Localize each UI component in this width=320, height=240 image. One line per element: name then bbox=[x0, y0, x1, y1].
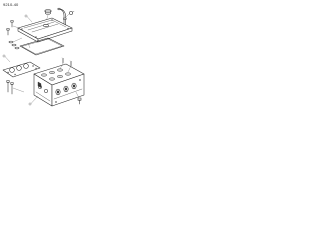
valve-cover-gasket bbox=[19, 37, 65, 56]
spark-plug-tube-seal bbox=[8, 37, 23, 50]
exploded-parts-diagram bbox=[2, 7, 85, 107]
hose-clamp bbox=[65, 11, 75, 18]
valve-spring bbox=[59, 57, 73, 73]
head-bolt bbox=[6, 80, 25, 95]
oil-filler-cap bbox=[44, 9, 52, 23]
cylinder-head-gasket bbox=[2, 61, 41, 78]
cylinder-head bbox=[33, 63, 85, 107]
page-code: 9210-40 bbox=[3, 2, 19, 7]
callout-markers bbox=[2, 14, 39, 106]
breather-tube bbox=[57, 7, 67, 27]
sensor-plug bbox=[75, 91, 82, 105]
cover-bolt bbox=[6, 20, 20, 36]
